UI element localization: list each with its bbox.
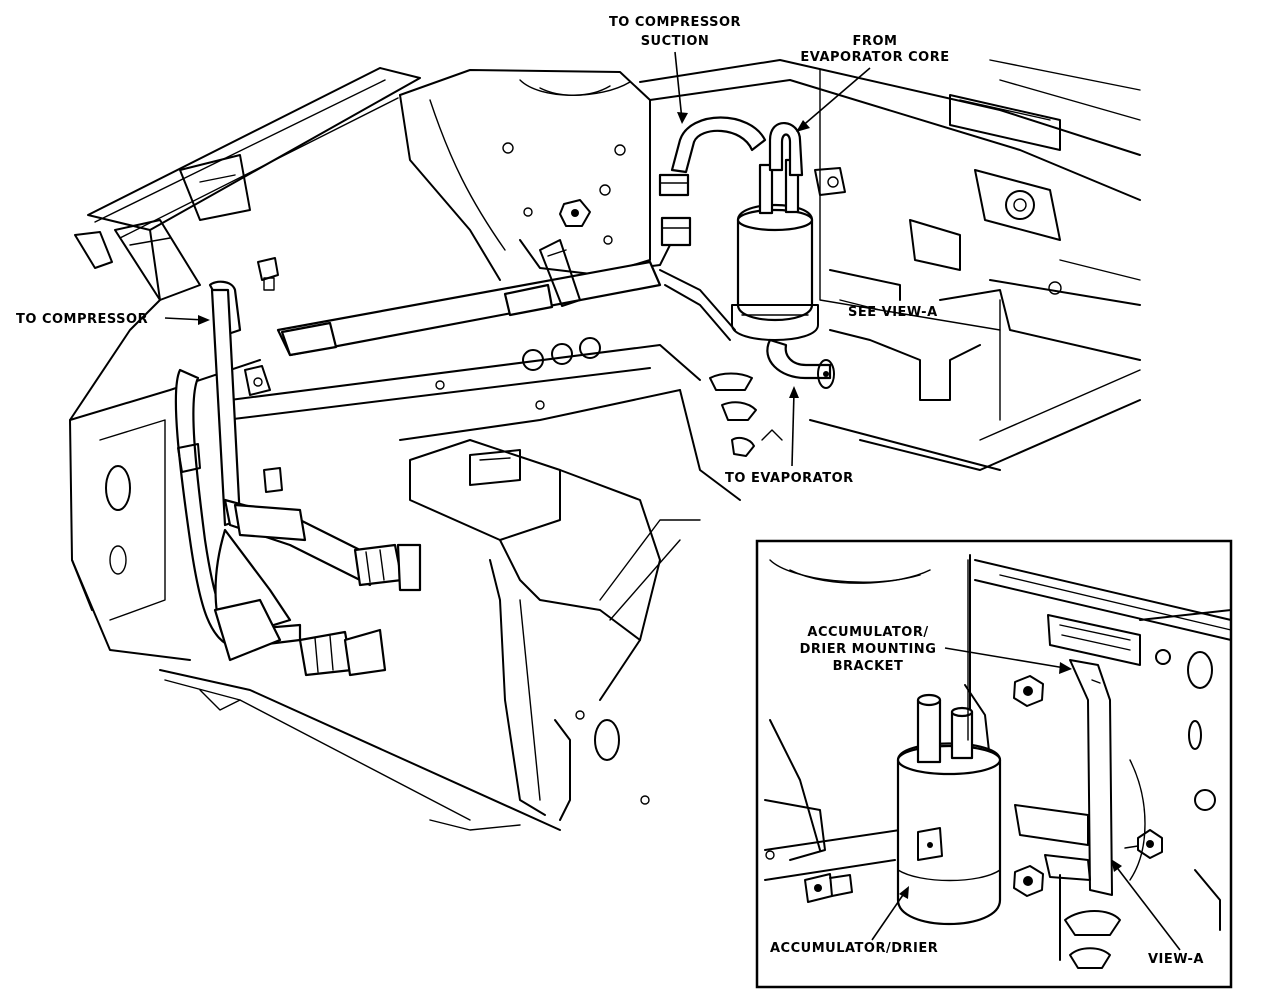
callout-accumulator-drier: ACCUMULATOR/DRIER: [770, 886, 938, 956]
label-to-compressor: TO COMPRESSOR: [16, 312, 148, 327]
callout-view-a: VIEW-A: [1111, 859, 1204, 967]
engine-compartment-drawing: [69, 59, 1141, 831]
label-to-evaporator: TO EVAPORATOR: [725, 471, 854, 486]
callout-to-evaporator: TO EVAPORATOR: [725, 386, 854, 486]
label-bracket-3: BRACKET: [833, 659, 904, 674]
label-to-compressor-suction-1: TO COMPRESSOR: [609, 15, 741, 30]
label-view-a: VIEW-A: [1148, 952, 1204, 967]
label-from-evaporator-1: FROM: [853, 34, 898, 49]
label-from-evaporator-2: EVAPORATOR CORE: [800, 50, 949, 65]
callout-mounting-bracket: ACCUMULATOR/ DRIER MOUNTING BRACKET: [800, 625, 1072, 674]
label-accumulator-drier: ACCUMULATOR/DRIER: [770, 941, 938, 956]
callout-from-evaporator-core: FROM EVAPORATOR CORE: [796, 34, 949, 132]
callout-to-compressor: TO COMPRESSOR: [16, 312, 210, 327]
label-to-compressor-suction-2: SUCTION: [641, 34, 710, 49]
label-bracket-1: ACCUMULATOR/: [807, 625, 928, 640]
label-bracket-2: DRIER MOUNTING: [800, 642, 937, 657]
inset-view-a: ACCUMULATOR/ DRIER MOUNTING BRACKET ACCU…: [755, 539, 1233, 989]
label-see-view-a: SEE VIEW-A: [848, 305, 938, 320]
callout-see-view-a: SEE VIEW-A: [848, 305, 938, 320]
callout-to-compressor-suction: TO COMPRESSOR SUCTION: [609, 15, 741, 124]
